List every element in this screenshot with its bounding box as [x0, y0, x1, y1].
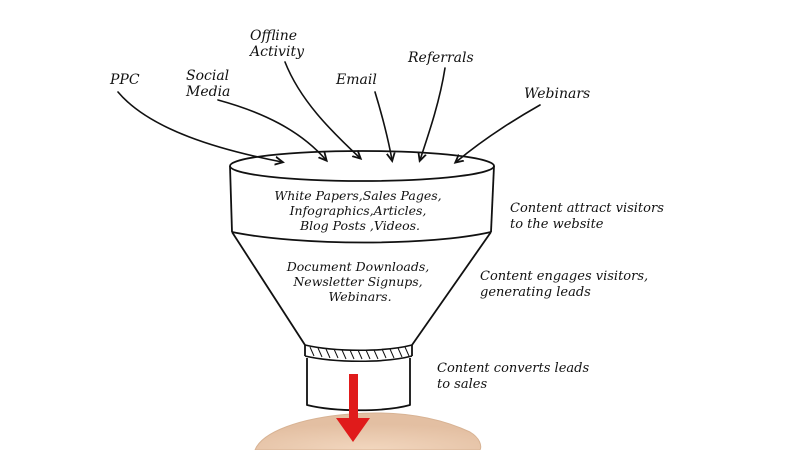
funnel-neck-ring [304, 344, 413, 363]
source-social-line-2: Media [185, 84, 230, 100]
note-convert-line-2: to sales [437, 377, 487, 392]
stage-2-line-3: Webinars. [328, 289, 391, 304]
source-webinars-line: Webinars [524, 86, 590, 102]
source-label-social-media: Social Media [185, 68, 234, 100]
source-labels: PPC Social Media Offline Activity Email … [109, 28, 590, 102]
source-referrals-line: Referrals [407, 50, 474, 66]
stage-1-line-1: White Papers,Sales Pages, [274, 188, 441, 203]
source-arrows [117, 61, 541, 162]
arrow-social-media [217, 99, 326, 160]
source-offline-line-1: Offline [250, 28, 297, 44]
funnel-top-rim [229, 150, 495, 182]
note-engage-line-1: Content engages visitors, [480, 269, 648, 284]
funnel-divider [231, 231, 492, 244]
stage-1-line-2: Infographics,Articles, [289, 203, 427, 218]
stage-1-content: White Papers,Sales Pages, Infographics,A… [274, 188, 445, 233]
stage-2-content: Document Downloads, Newsletter Signups, … [286, 259, 434, 304]
note-attract-line-2: to the website [510, 217, 604, 232]
source-label-webinars: Webinars [524, 86, 590, 102]
note-attract-line-1: Content attract visitors [510, 201, 664, 216]
note-engage-line-2: generating leads [480, 285, 591, 300]
source-label-offline-activity: Offline Activity [248, 28, 305, 60]
note-engage: Content engages visitors, generating lea… [480, 269, 652, 300]
note-convert-line-1: Content converts leads [437, 361, 589, 376]
note-attract: Content attract visitors to the website [510, 201, 668, 232]
hand-image [254, 412, 482, 451]
side-notes: Content attract visitors to the website … [437, 201, 668, 392]
funnel-stage-1-text: White Papers,Sales Pages, Infographics,A… [274, 188, 445, 233]
arrow-referrals [420, 67, 446, 160]
stage-1-line-3: Blog Posts ,Videos. [299, 218, 420, 233]
funnel-shape [229, 150, 495, 412]
stage-2-line-2: Newsletter Signups, [292, 274, 422, 289]
arrow-offline-activity [284, 61, 360, 158]
source-ppc-line: PPC [109, 72, 140, 88]
funnel-spout [306, 358, 411, 412]
arrow-email [374, 91, 392, 160]
source-label-ppc: PPC [109, 72, 140, 88]
note-convert: Content converts leads to sales [437, 361, 593, 392]
output-arrow [336, 374, 370, 442]
funnel-stage-2-text: Document Downloads, Newsletter Signups, … [286, 259, 434, 304]
source-label-referrals: Referrals [407, 50, 474, 66]
source-offline-line-2: Activity [248, 44, 305, 60]
source-social-line-1: Social [186, 68, 229, 84]
arrow-ppc [117, 91, 282, 162]
source-email-line: Email [335, 72, 377, 88]
arrow-webinars [456, 104, 541, 162]
source-label-email: Email [335, 72, 377, 88]
stage-2-line-1: Document Downloads, [286, 259, 430, 274]
